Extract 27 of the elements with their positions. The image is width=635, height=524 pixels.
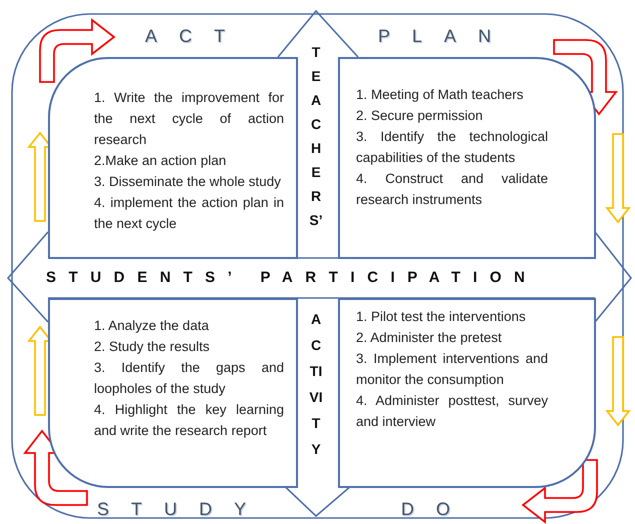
step-text: 1. Pilot test the interventions <box>356 308 527 326</box>
step-text: 3. Disseminate the whole study <box>94 173 282 191</box>
phase-label: ACT <box>145 26 247 47</box>
vertical-heading: ACTIVITY <box>309 310 323 459</box>
phase-label: STUDY <box>97 499 268 520</box>
phase-box <box>338 298 596 488</box>
step-text: 1. Analyze the data <box>94 317 210 335</box>
step-text: 4. Administer posttest, survey and interview <box>356 392 548 431</box>
vertical-heading: TEACHERS’ <box>309 43 323 230</box>
step-text: 1. Write the improvement for the next cycle of action research <box>94 89 284 149</box>
horizontal-heading: STUDENTS’ PARTICIPATION <box>46 269 538 286</box>
phase-label: DO <box>401 499 472 520</box>
phase-box <box>338 57 596 259</box>
step-text: 3. Identify the gaps and loopholes of the study <box>94 359 284 398</box>
step-text: 3. Identify the technological capabilities of the students <box>356 128 548 167</box>
step-text: 4. Highlight the key learning and write the research report <box>94 401 284 440</box>
phase-box <box>48 298 298 488</box>
phase-label: PLAN <box>378 26 514 47</box>
phase-box <box>48 57 298 259</box>
step-text: 2. Administer the pretest <box>356 329 503 347</box>
step-text: 2.Make an action plan <box>94 152 228 170</box>
step-text: 1. Meeting of Math teachers <box>356 86 524 104</box>
step-text: 4. implement the action plan in the next cycle <box>94 194 284 233</box>
step-text: 3. Implement interventions and monitor the consumption <box>356 350 548 389</box>
step-text: 2. Secure permission <box>356 107 484 125</box>
step-text: 2. Study the results <box>94 338 211 356</box>
step-text: 4. Construct and validate research instruments <box>356 170 548 209</box>
